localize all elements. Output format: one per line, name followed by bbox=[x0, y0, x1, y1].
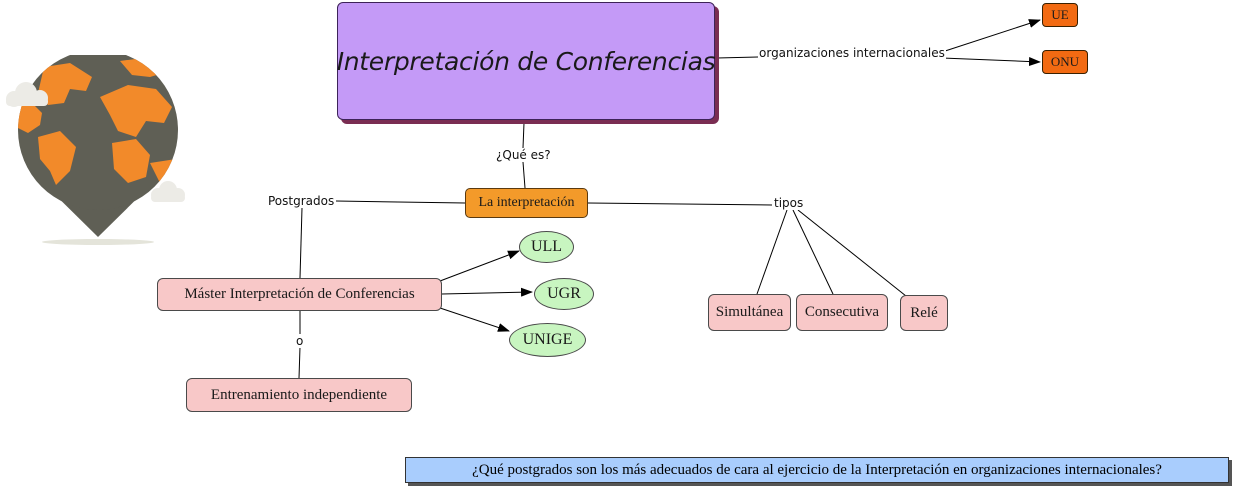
org-node-onu[interactable]: ONU bbox=[1042, 50, 1088, 74]
link-tipos-simultanea bbox=[756, 209, 788, 295]
link-organizaciones-ue bbox=[941, 19, 1041, 53]
entrenamiento-node[interactable]: Entrenamiento independiente bbox=[186, 378, 412, 412]
tipo-simultanea-label: Simultánea bbox=[715, 304, 784, 320]
link-interpretacion-postgrados bbox=[335, 200, 466, 204]
link-quees-interpretacion bbox=[522, 161, 526, 189]
link-main-organizaciones bbox=[716, 56, 759, 59]
link-postgrados-master bbox=[299, 207, 303, 279]
link-master-ugr bbox=[441, 287, 533, 297]
globe-pin-icon bbox=[6, 55, 185, 245]
link-o-entrenamiento bbox=[298, 346, 301, 379]
focus-question-box[interactable]: ¿Qué postgrados son los más adecuados de… bbox=[405, 457, 1229, 483]
org-onu-label: ONU bbox=[1050, 54, 1080, 69]
entrenamiento-label: Entrenamiento independiente bbox=[210, 386, 388, 403]
link-label-o: o bbox=[295, 334, 305, 348]
link-master-unige bbox=[439, 307, 510, 332]
tipo-node-consecutiva[interactable]: Consecutiva bbox=[796, 294, 888, 331]
link-label-que-es: ¿Qué es? bbox=[495, 148, 552, 162]
link-interpretacion-tipos bbox=[587, 202, 773, 206]
uni-node-ull[interactable]: ULL bbox=[519, 231, 574, 263]
tipo-rele-label: Relé bbox=[910, 304, 938, 321]
uni-ull-label: ULL bbox=[530, 238, 563, 255]
uni-ugr-label: UGR bbox=[547, 285, 581, 302]
uni-unige-label: UNIGE bbox=[522, 331, 573, 348]
link-tipos-consecutiva bbox=[792, 209, 834, 295]
master-label: Máster Interpretación de Conferencias bbox=[184, 286, 415, 302]
org-ue-label: UE bbox=[1051, 7, 1069, 22]
interpretacion-label: La interpretación bbox=[478, 195, 575, 210]
link-master-ull bbox=[439, 250, 520, 282]
main-topic-node[interactable]: Interpretación de Conferencias bbox=[336, 2, 716, 120]
tipo-node-rele[interactable]: Relé bbox=[900, 295, 948, 331]
link-label-organizaciones: organizaciones internacionales bbox=[758, 46, 946, 60]
uni-node-ugr[interactable]: UGR bbox=[534, 278, 594, 310]
link-label-postgrados: Postgrados bbox=[267, 194, 336, 208]
org-node-ue[interactable]: UE bbox=[1042, 3, 1078, 27]
main-topic-label: Interpretación de Conferencias bbox=[336, 46, 716, 76]
uni-node-unige[interactable]: UNIGE bbox=[509, 323, 586, 357]
master-node[interactable]: Máster Interpretación de Conferencias bbox=[157, 278, 442, 311]
link-label-tipos: tipos bbox=[773, 196, 805, 210]
link-organizaciones-onu bbox=[941, 57, 1041, 67]
tipo-node-simultanea[interactable]: Simultánea bbox=[708, 294, 791, 331]
tipo-consecutiva-label: Consecutiva bbox=[804, 304, 880, 320]
focus-question-text: ¿Qué postgrados son los más adecuados de… bbox=[472, 461, 1162, 478]
interpretacion-node[interactable]: La interpretación bbox=[465, 188, 588, 218]
cloud-icon bbox=[6, 82, 48, 107]
link-tipos-rele bbox=[797, 209, 907, 297]
link-main-quees bbox=[522, 122, 525, 149]
cloud-icon bbox=[151, 181, 185, 202]
